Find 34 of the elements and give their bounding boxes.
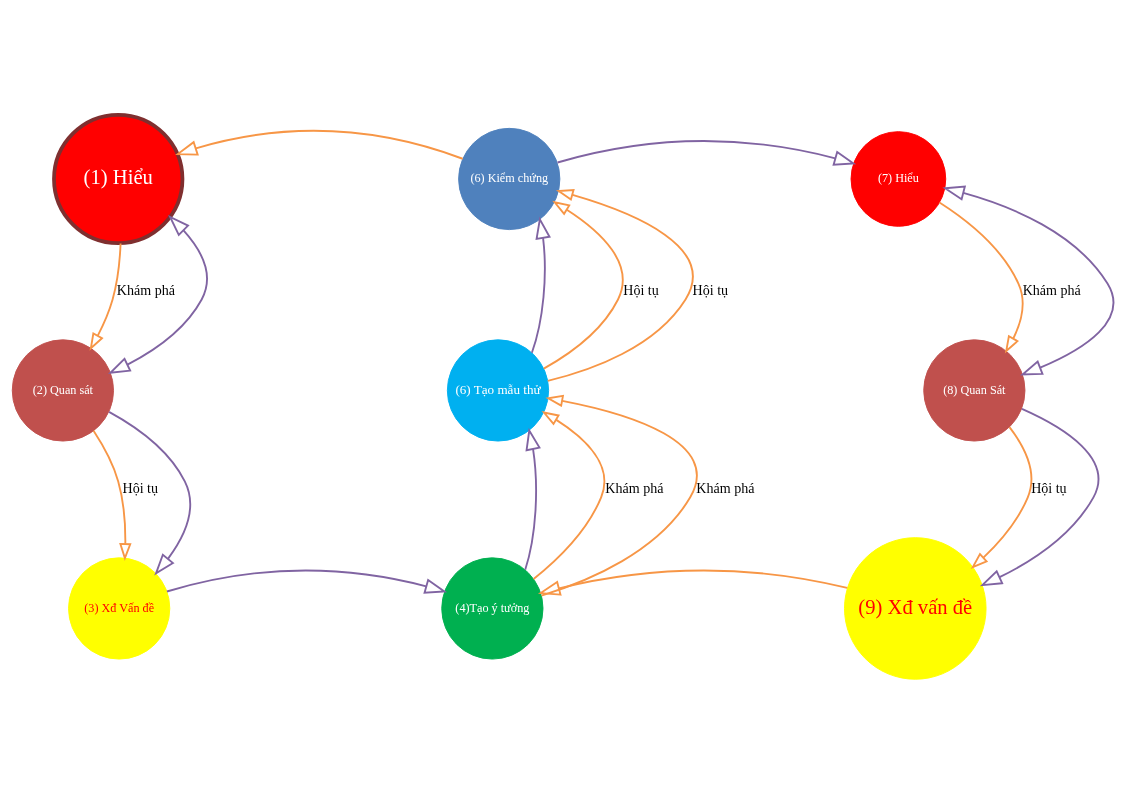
arrow xyxy=(524,427,541,571)
arrow xyxy=(108,410,191,576)
arrow xyxy=(942,184,1115,376)
edge-label: Hội tụ xyxy=(1031,479,1067,496)
edge-label: Khám phá xyxy=(696,479,755,496)
edge-label: Khám phá xyxy=(116,281,175,298)
edge-label: Hội tụ xyxy=(122,479,159,496)
edge-label: Hội tụ xyxy=(623,281,659,298)
node-circle: (8) Quan Sát xyxy=(923,338,1026,442)
arrow xyxy=(542,200,624,370)
node-circle: (7) Hiểu xyxy=(850,130,947,227)
arrow xyxy=(89,242,122,351)
arrow xyxy=(556,139,857,166)
edge-label: Khám phá xyxy=(605,479,664,496)
node-circle: (3) Xđ Vấn đề xyxy=(68,556,171,660)
arrow xyxy=(92,429,132,561)
arrow xyxy=(979,407,1100,586)
edge-label: Khám phá xyxy=(1022,281,1081,298)
arrow xyxy=(970,425,1033,569)
node-circle: (6) Kiểm chứng xyxy=(458,127,561,230)
arrow xyxy=(532,410,606,580)
node-circle: (2) Quan sát xyxy=(11,338,114,442)
node-circle: (6) Tạo mẫu thử xyxy=(446,338,550,442)
node-circle: (4)Tạo ý tưởng xyxy=(441,556,544,660)
arrow xyxy=(537,569,849,596)
arrow xyxy=(546,188,694,382)
arrow xyxy=(107,214,208,374)
arrow xyxy=(530,216,551,354)
arrow xyxy=(165,569,448,594)
edge-label: Hội tụ xyxy=(692,281,729,298)
arrow xyxy=(175,129,464,160)
arrow xyxy=(938,201,1024,353)
node-circle: (1) Hiểu xyxy=(52,112,185,245)
arrow xyxy=(540,394,698,596)
